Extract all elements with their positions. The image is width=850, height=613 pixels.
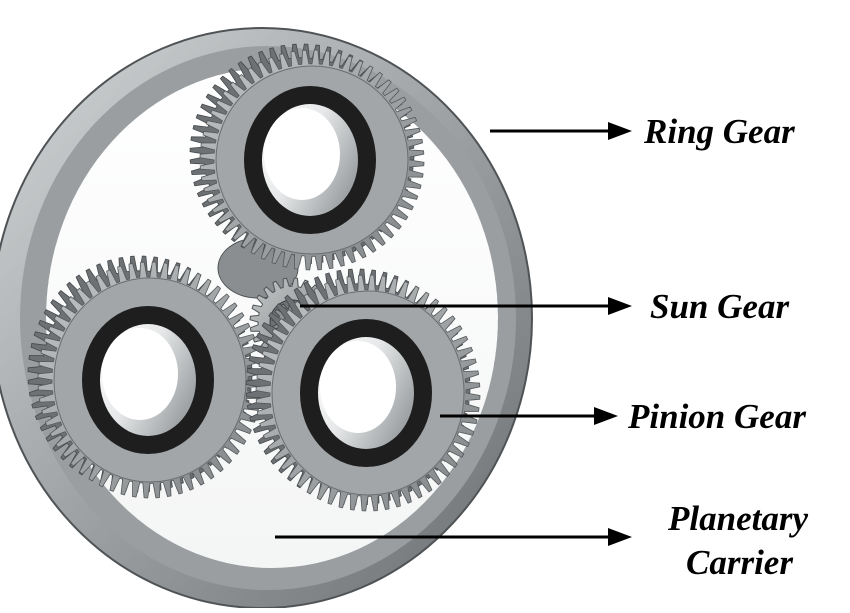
planetary-carrier-label-line1: Planetary — [667, 499, 808, 538]
ring-gear-label: Ring Gear — [643, 112, 795, 151]
pinion-gear-right — [245, 268, 481, 512]
planetary-carrier-arrow — [275, 528, 632, 546]
planetary-carrier-label-line2: Carrier — [686, 543, 793, 582]
pinion-gear-arrow — [440, 407, 618, 425]
ring-gear-arrow — [490, 122, 632, 140]
pinion-gear-left — [27, 255, 263, 499]
pinion-gears — [27, 43, 481, 512]
sun-gear-label: Sun Gear — [650, 287, 789, 326]
sun-gear-arrow — [300, 297, 632, 315]
callout-arrows — [275, 122, 632, 546]
pinion-gear-top — [189, 43, 425, 271]
pinion-gear-label: Pinion Gear — [627, 397, 806, 436]
